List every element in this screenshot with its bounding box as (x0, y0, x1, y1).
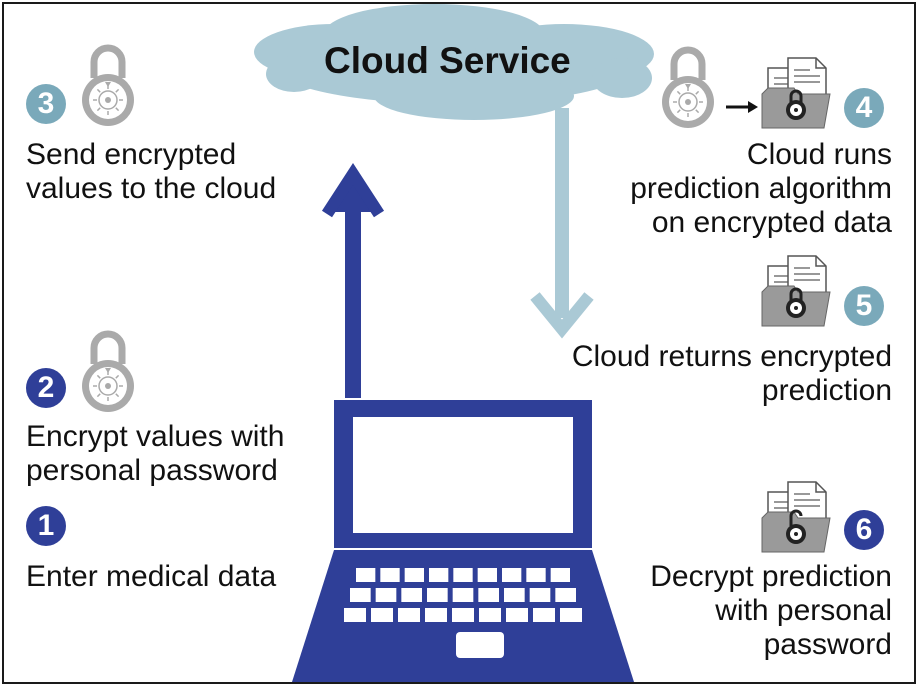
step-4-line: on encrypted data (651, 206, 892, 239)
up-arrow-icon (321, 162, 385, 398)
padlock-icon (82, 48, 134, 126)
keyboard-key (452, 588, 474, 602)
encrypted-file-icon (761, 57, 831, 129)
keyboard-key (380, 568, 400, 582)
encrypted-file-icon (761, 255, 831, 327)
keyboard-key (479, 608, 501, 622)
step-6-badge: 6 (844, 510, 884, 550)
keyboard-key (375, 588, 397, 602)
keyboard-key (533, 608, 555, 622)
step-3-badge: 3 (26, 84, 66, 124)
step-1-text: Enter medical data (26, 560, 276, 594)
diagram-art (4, 4, 831, 682)
keyboard-key (401, 588, 422, 602)
step-3-text: Send encrypted values to the cloud (26, 138, 276, 206)
laptop-icon (292, 400, 634, 682)
step-2-line: Encrypt values with (26, 420, 285, 453)
keyboard-key (425, 608, 447, 622)
step-4-badge: 4 (844, 88, 884, 128)
step-6-text: Decrypt prediction with personal passwor… (650, 560, 892, 662)
step-1-badge: 1 (26, 506, 66, 546)
right-arrow-icon (726, 101, 758, 113)
keyboard-key (404, 568, 424, 582)
cloud-icon (254, 4, 654, 120)
keyboard-key (452, 608, 474, 622)
step-5-line: Cloud returns encrypted (571, 340, 892, 373)
diagram-title: Cloud Service (324, 40, 571, 81)
keyboard-key (350, 588, 371, 602)
keyboard-key (429, 568, 449, 582)
step-2-text: Encrypt values with personal password (26, 420, 284, 488)
step-3-line: Send encrypted (26, 138, 237, 171)
keyboard-key (453, 568, 473, 582)
padlock-icon (662, 50, 714, 128)
keyboard-key (550, 568, 570, 582)
keyboard-key (555, 588, 576, 602)
step-2-line: personal password (26, 454, 278, 487)
step-4-line: Cloud runs (746, 138, 892, 171)
step-5-badge: 5 (844, 286, 884, 326)
down-arrow-icon (530, 108, 594, 339)
keyboard-key (502, 568, 522, 582)
step-6-line: password (763, 628, 892, 661)
keyboard-key (398, 608, 420, 622)
keyboard-key (478, 588, 499, 602)
keyboard-key (506, 608, 528, 622)
keyboard-key (356, 568, 376, 582)
step-5-text: Cloud returns encrypted prediction (572, 340, 892, 408)
step-1-line: Enter medical data (26, 560, 277, 593)
keyboard-key (529, 588, 551, 602)
padlock-icon (82, 334, 134, 412)
keyboard-key (560, 608, 582, 622)
step-6-line: with personal (715, 594, 892, 627)
step-4-text: Cloud runs prediction algorithm on encry… (630, 138, 892, 240)
keyboard-key (371, 608, 393, 622)
step-6-line: Decrypt prediction (650, 560, 892, 593)
step-3-line: values to the cloud (26, 172, 277, 205)
step-5-line: prediction (761, 374, 892, 407)
keyboard-key (427, 588, 448, 602)
decrypted-file-icon (761, 481, 831, 553)
keyboard-key (477, 568, 497, 582)
step-4-line: prediction algorithm (630, 172, 892, 205)
step-2-badge: 2 (26, 368, 66, 408)
keyboard-key (504, 588, 525, 602)
keyboard-key (344, 608, 366, 622)
keyboard-key (526, 568, 546, 582)
